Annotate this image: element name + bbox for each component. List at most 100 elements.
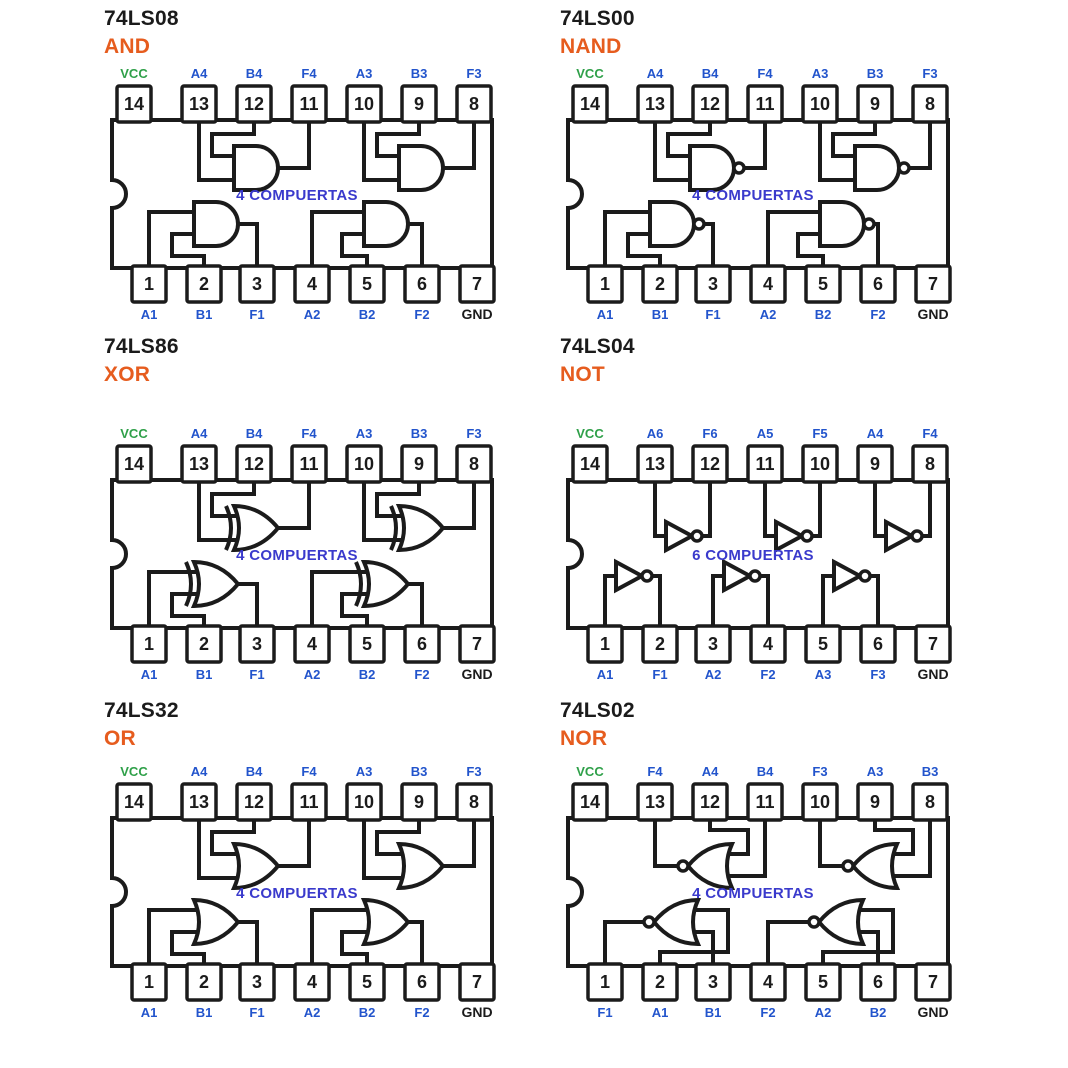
pin-label-top: VCC <box>576 426 604 441</box>
pin-box <box>458 624 496 664</box>
pin-number: 11 <box>755 454 774 474</box>
pin-number: 1 <box>600 274 610 294</box>
pin-label-top: B3 <box>411 764 428 779</box>
xor-arc-icon <box>184 561 193 607</box>
chip-diagram-74ls04: 6 COMPUERTASVCC14A613F612A511F510A49F481… <box>566 426 952 682</box>
not-gate-icon <box>884 518 917 554</box>
pin-label-top: A6 <box>647 426 664 441</box>
gate-type-label: OR <box>104 727 136 750</box>
inversion-bubble-icon <box>692 217 706 231</box>
chip-diagram-74ls02: 4 COMPUERTASVCC14F413A412B411F310A39B381… <box>566 764 952 1020</box>
pin-label-top: A3 <box>812 66 829 81</box>
pin-number: 14 <box>124 454 144 474</box>
pin-box <box>911 444 949 484</box>
pin-box <box>400 84 438 124</box>
pin-number: 12 <box>244 94 264 114</box>
wire <box>170 930 206 966</box>
pin-box <box>856 444 894 484</box>
pin-label-bottom: A1 <box>597 307 614 322</box>
wire <box>375 120 421 158</box>
wire <box>870 574 880 628</box>
pin-box <box>293 962 331 1002</box>
pin-number: 12 <box>700 792 720 812</box>
pin-box <box>290 84 328 124</box>
pin-label-top: F3 <box>466 764 481 779</box>
wire <box>210 480 256 518</box>
inversion-bubble-icon <box>690 529 704 543</box>
pin-label-top: B4 <box>246 66 263 81</box>
pin-number: 2 <box>199 972 209 992</box>
wire <box>375 480 421 518</box>
pin-box <box>348 264 386 304</box>
pin-label-bottom: A1 <box>141 667 158 682</box>
pin-number: 4 <box>763 972 773 992</box>
and-gate-icon <box>362 200 410 248</box>
wire <box>692 930 715 966</box>
wire <box>443 480 476 530</box>
pin-number: 5 <box>818 274 828 294</box>
not-gate-icon <box>614 558 647 594</box>
pin-label-bottom: B2 <box>359 667 376 682</box>
or-gate-icon <box>360 897 411 947</box>
pin-number: 5 <box>362 634 372 654</box>
or-gate-icon <box>190 897 241 947</box>
pin-box <box>238 264 276 304</box>
pin-number: 6 <box>873 972 883 992</box>
gate-network: 4 COMPUERTAS <box>603 818 932 966</box>
pin-label-top: A4 <box>191 764 208 779</box>
pin-number: 8 <box>925 94 935 114</box>
wire <box>812 480 822 538</box>
inversion-bubble-icon <box>676 859 690 873</box>
pin-box <box>235 84 273 124</box>
wire <box>653 818 678 868</box>
wire <box>278 120 311 170</box>
pin-label-bottom: GND <box>917 1004 948 1020</box>
pin-number: 1 <box>144 634 154 654</box>
pin-box <box>348 624 386 664</box>
gate-network: 6 COMPUERTAS <box>603 480 932 628</box>
pin-number: 11 <box>299 94 318 114</box>
wire <box>170 592 206 628</box>
pin-box <box>238 624 276 664</box>
pin-box <box>130 264 168 304</box>
wire <box>922 480 932 538</box>
inversion-bubble-icon <box>807 915 821 929</box>
pin-box <box>801 444 839 484</box>
gate-network: 4 COMPUERTAS <box>147 818 476 966</box>
pin-label-bottom: GND <box>917 306 948 322</box>
wire <box>760 574 770 628</box>
inversion-bubble-icon <box>642 915 656 929</box>
pin-label-bottom: B2 <box>359 307 376 322</box>
wire <box>310 570 376 628</box>
wire <box>603 210 662 268</box>
pin-number: 3 <box>708 634 718 654</box>
pin-box <box>749 962 787 1002</box>
pin-number: 1 <box>600 634 610 654</box>
pin-box <box>749 264 787 304</box>
pin-label-bottom: GND <box>461 306 492 322</box>
pin-number: 8 <box>469 94 479 114</box>
gate-count-label: 4 COMPUERTAS <box>236 547 358 564</box>
wire <box>375 818 421 856</box>
pin-box <box>914 962 952 1002</box>
pin-box <box>403 264 441 304</box>
pin-label-top: B4 <box>246 426 263 441</box>
pin-label-top: VCC <box>120 426 148 441</box>
pin-number: 10 <box>810 94 830 114</box>
pin-box <box>691 782 729 822</box>
pin-box <box>180 782 218 822</box>
pin-number: 14 <box>580 454 600 474</box>
pin-label-bottom: A2 <box>304 667 321 682</box>
pin-label-bottom: F2 <box>414 307 429 322</box>
wire <box>652 574 662 628</box>
wire <box>831 120 877 158</box>
pin-label-top: F3 <box>922 66 937 81</box>
pin-box <box>691 444 729 484</box>
pin-number: 7 <box>472 972 482 992</box>
pin-label-top: A4 <box>191 66 208 81</box>
pin-number: 10 <box>354 792 374 812</box>
